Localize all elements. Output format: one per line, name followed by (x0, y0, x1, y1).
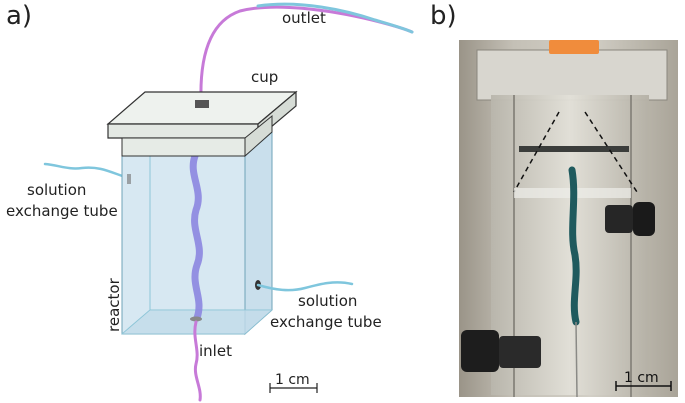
photo-cone-right (584, 111, 638, 193)
reactor-side-face (244, 130, 273, 336)
label-inlet: inlet (199, 342, 232, 360)
solution-exchange-tube-left (43, 162, 130, 180)
photo-top-block (476, 49, 668, 101)
panel-b-label: b) (430, 1, 457, 31)
label-cup: cup (251, 68, 278, 86)
photo-knob-right (605, 205, 633, 233)
photo-dark-band (519, 146, 629, 152)
solution-exchange-tube-right (256, 281, 354, 292)
label-solution-right-2: exchange tube (270, 313, 382, 331)
label-outlet: outlet (282, 9, 326, 27)
photo-cone-left (513, 111, 560, 193)
label-solution-left-1: solution (27, 181, 86, 199)
label-reactor: reactor (105, 277, 123, 332)
inlet-port (190, 316, 202, 322)
panel-a-label: a) (6, 1, 33, 31)
scale-label-a: 1 cm (275, 372, 310, 388)
photo-filament (568, 166, 580, 326)
outlet-connector (195, 100, 209, 108)
cup-base-ring (121, 137, 246, 157)
reactor-front-face (121, 155, 246, 335)
inlet-tube (193, 320, 202, 402)
cup-front-face (107, 123, 259, 139)
label-solution-left-2: exchange tube (6, 202, 118, 220)
reactor-photo: 1 cm (459, 40, 678, 397)
photo-orange-cap (549, 40, 599, 54)
photo-knob-left (461, 330, 499, 372)
filament (189, 152, 203, 322)
scale-bar-a: 1 cm (269, 372, 318, 393)
scale-label-b: 1 cm (624, 370, 659, 386)
label-solution-right-1: solution (298, 292, 357, 310)
scale-bar-b: 1 cm (615, 370, 672, 391)
left-tube-port (127, 174, 131, 184)
outlet-tube-blue (256, 2, 414, 34)
reactor-schematic: outlet cup solution exchange tube soluti… (6, 2, 414, 402)
cup-base-ring-side (244, 114, 273, 158)
